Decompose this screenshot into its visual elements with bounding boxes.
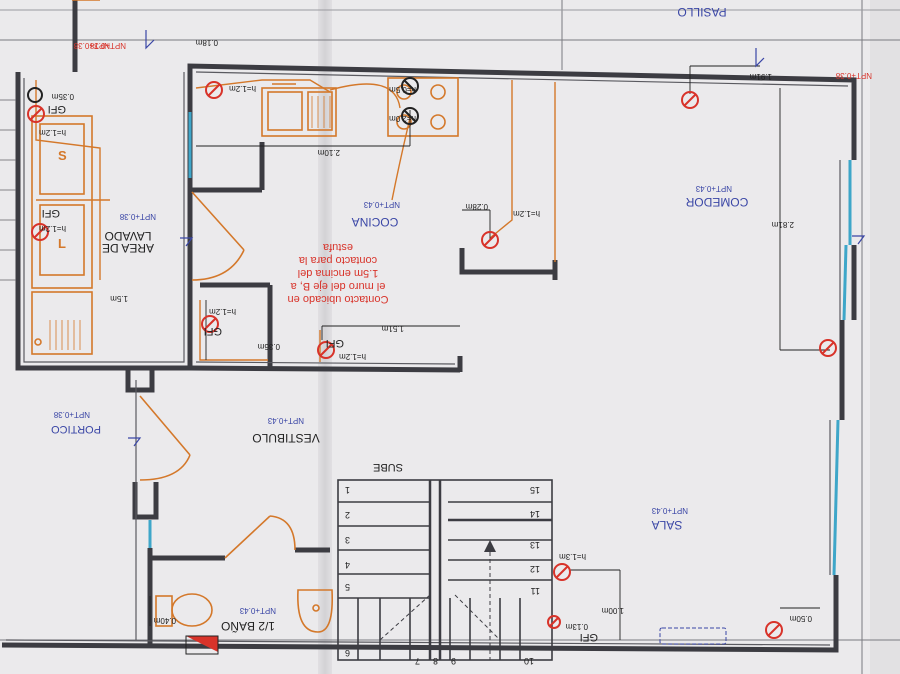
room-label-vestibulo: VESTIBULO	[252, 431, 319, 445]
outlet-height: h=2.0m	[389, 114, 416, 123]
level-label: NPT+0.38	[835, 71, 872, 80]
stove-connection-icons	[401, 77, 419, 125]
dimension-label: 1.51m	[381, 324, 404, 333]
level-label: NPT+0.38	[53, 410, 90, 419]
level-label: NPT+0.43	[695, 184, 732, 193]
level-label: NPT+0.43	[651, 506, 688, 515]
gfi-label: GFI	[580, 631, 598, 643]
step-number: 14	[530, 509, 540, 519]
gfi-label: GFI	[48, 103, 66, 115]
outlet-height: h=1.2m	[209, 307, 236, 316]
level-label: NPT+0.43	[239, 606, 276, 615]
dimension-label: 0.28m	[465, 202, 488, 211]
outlet-icons	[27, 81, 837, 639]
bathroom-fixtures	[155, 589, 334, 633]
step-number: 10	[524, 656, 534, 666]
dimension-label: 0.35m	[51, 92, 74, 101]
note-line: 1.5m encima del	[298, 267, 379, 279]
step-number: 15	[530, 485, 540, 495]
step-number: 9	[451, 656, 456, 666]
paper-fold	[318, 0, 332, 674]
svg-text:S: S	[58, 148, 67, 163]
step-number: 2	[345, 510, 350, 520]
step-number: 4	[345, 560, 350, 570]
step-number: 12	[530, 564, 540, 574]
paper-right-shade	[870, 0, 900, 674]
step-number: 5	[345, 582, 350, 592]
left-hatching	[0, 99, 16, 281]
level-label: NPT+0.43	[363, 200, 400, 209]
room-label-area-de: AREA DE	[102, 241, 154, 255]
room-label-lavado: LAVADO	[105, 229, 152, 243]
step-number: 13	[530, 540, 540, 550]
dimension-label: 2.10m	[317, 148, 340, 157]
level-label: NPT+0.38	[119, 212, 156, 221]
outlet-height: h=1.2m	[513, 209, 540, 218]
level-label: NPT+0.38	[89, 41, 126, 50]
step-number: 7	[415, 656, 420, 666]
room-label-cocina: COCINA	[352, 215, 399, 229]
outlet-height: h=1.2m	[39, 224, 66, 233]
gfi-label: GFI	[326, 337, 344, 349]
step-number: 6	[345, 648, 350, 658]
outlet-height: h=0.5m	[389, 85, 416, 94]
dimension-label: 0.50m	[789, 614, 812, 623]
level-marker-icons	[128, 30, 866, 447]
dimension-lines	[149, 65, 830, 640]
room-label-comedor: COMEDOR	[685, 195, 748, 209]
dimension-label: 0.36m	[257, 342, 280, 351]
room-label-portico: PORTICO	[51, 423, 101, 435]
level-label: NPT+0.43	[267, 416, 304, 425]
gfi-label: GFI	[42, 207, 60, 219]
kitchen-note: Contacto ubicado en el muro del eje B, a…	[288, 241, 389, 305]
dimension-label: 1.5m	[110, 294, 128, 303]
dimension-label: 0.40m	[153, 616, 176, 625]
step-number: 3	[345, 535, 350, 545]
dimension-label: 2.81m	[771, 220, 794, 229]
level-label: NPT+0.38	[73, 41, 110, 50]
dimension-label: 0.18m	[195, 38, 218, 47]
doors	[139, 191, 296, 559]
stair	[337, 479, 553, 661]
outlet-height: h=1.3m	[559, 552, 586, 561]
note-line: el muro del eje B, a	[290, 280, 386, 292]
kitchen-fixtures	[261, 77, 459, 137]
svg-text:L: L	[58, 236, 66, 251]
bathroom-vent-icon	[185, 635, 219, 655]
dimension-label: 0.13m	[565, 622, 588, 631]
room-label-pasillo: PASILLO	[677, 5, 726, 19]
step-number: 11	[531, 586, 540, 596]
step-number: 1	[345, 485, 350, 495]
note-line: estufa	[322, 241, 353, 253]
room-label-sala: SALA	[652, 518, 683, 532]
note-line: contacto para la	[298, 254, 377, 266]
fireplace-outline	[659, 627, 727, 645]
dimension-label: 1.91m	[749, 72, 772, 81]
outlet-height: h=1.2m	[229, 84, 256, 93]
laundry-appliances: S L	[31, 115, 93, 355]
walls	[1, 0, 857, 653]
dimension-label: 1.00m	[601, 606, 624, 615]
stair-arrows	[379, 540, 501, 660]
step-number: 8	[433, 656, 438, 666]
light-fixture-icon	[27, 87, 43, 103]
outlet-height: h=1.2m	[339, 352, 366, 361]
labels-rotated: PASILLO COMEDOR COCINA AREA DE LAVADO VE…	[39, 5, 872, 666]
outlet-height: h=1.2m	[39, 128, 66, 137]
gfi-label: GFI	[204, 325, 222, 337]
note-line: Contacto ubicado en	[288, 293, 389, 305]
room-label-medio-bano: 1/2 BAÑO	[221, 619, 275, 633]
stair-up-label: SUBE	[373, 461, 403, 473]
windows	[148, 112, 852, 576]
stair-step-numbers: 1 2 3 4 5 6 7 8 9 10 11 12 13 14 15	[345, 485, 540, 666]
wiring	[35, 79, 556, 362]
